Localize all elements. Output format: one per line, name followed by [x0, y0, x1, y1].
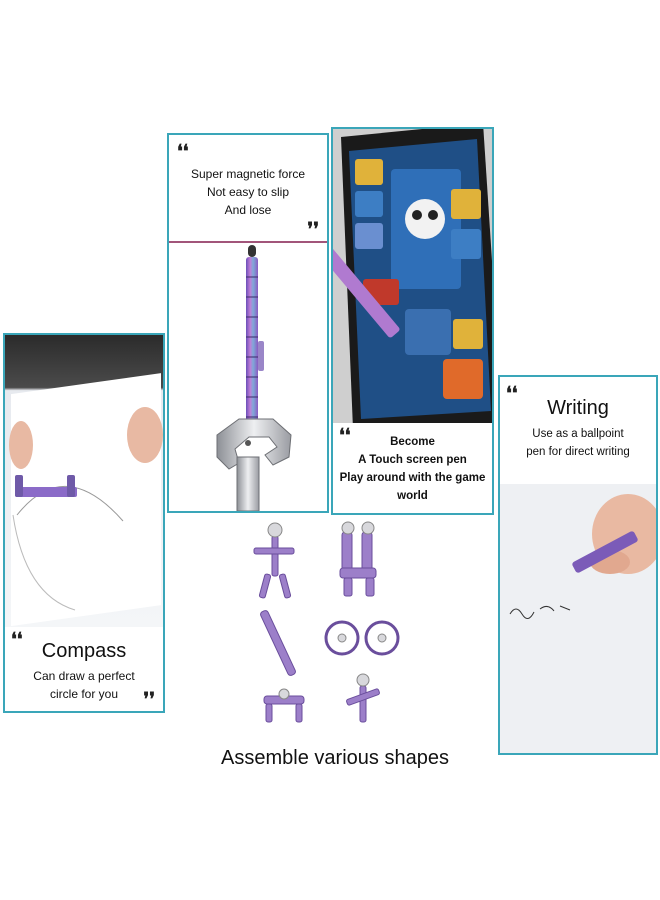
- touch-screen-caption-box: ❛❛ Become A Touch screen pen Play around…: [333, 423, 492, 513]
- compass-description: Can draw a perfect circle for you: [5, 667, 163, 703]
- touch-screen-caption: Become A Touch screen pen Play around wi…: [333, 433, 492, 505]
- caption-line: Can draw a perfect: [33, 669, 135, 683]
- magnetic-pen-on-wrench-image: [216, 245, 292, 511]
- compass-photo: [5, 335, 163, 627]
- compass-title: Compass: [41, 640, 127, 662]
- caption-line: A Touch screen pen: [358, 454, 467, 466]
- compass-panel: ❛❛ Compass Can draw a perfect circle for…: [3, 333, 165, 713]
- writing-photo: [500, 484, 656, 753]
- writing-title: Writing: [547, 397, 609, 419]
- assemble-shapes-caption: Assemble various shapes: [221, 747, 449, 769]
- caption-line: Use as a ballpoint: [532, 428, 624, 440]
- touch-screen-panel: ❛❛ Become A Touch screen pen Play around…: [331, 127, 494, 515]
- magnetic-force-caption: Super magnetic force Not easy to slip An…: [169, 165, 327, 219]
- close-quote-icon: ❜❜: [307, 219, 319, 240]
- open-quote-icon: ❛❛: [11, 629, 23, 650]
- close-quote-icon: ❜❜: [143, 689, 155, 710]
- caption-line: circle for you: [49, 687, 119, 701]
- caption-line: And lose: [224, 203, 272, 217]
- open-quote-icon: ❛❛: [339, 425, 351, 446]
- magnetic-force-panel: ❛❛ Super magnetic force Not easy to slip…: [167, 133, 329, 513]
- caption-line: world: [397, 490, 428, 502]
- open-quote-icon: ❛❛: [506, 383, 518, 404]
- caption-line: Not easy to slip: [206, 185, 290, 199]
- caption-line: Play around with the game: [339, 472, 486, 484]
- hand-writing-image: [500, 484, 656, 753]
- drawing-circle-image: [9, 373, 163, 627]
- caption-line: pen for direct writing: [526, 446, 630, 458]
- open-quote-icon: ❛❛: [177, 141, 189, 162]
- phone-game-image: [333, 129, 492, 429]
- writing-panel: ❛❛ Writing Use as a ballpoint pen for di…: [498, 375, 658, 755]
- writing-description: Use as a ballpoint pen for direct writin…: [500, 425, 656, 461]
- divider: [169, 241, 327, 243]
- caption-line: Super magnetic force: [190, 167, 306, 181]
- assembled-shapes-image: [253, 521, 400, 723]
- caption-line: Become: [390, 436, 435, 448]
